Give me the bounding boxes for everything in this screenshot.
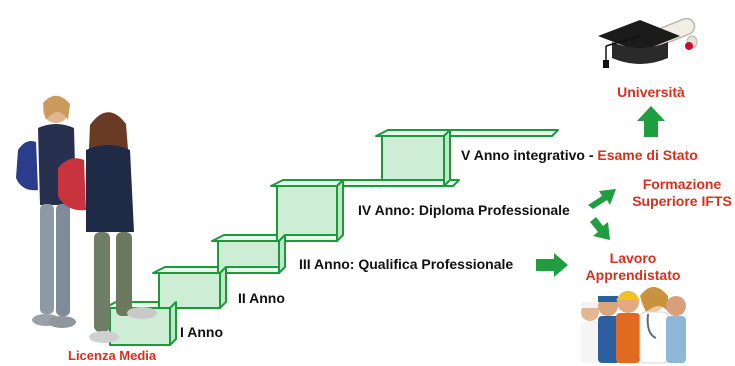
arrow-to-lavoro [536, 253, 568, 277]
step-label-year-2: II Anno [238, 290, 285, 306]
arrows [536, 106, 665, 277]
step-label-year-5-prefix: V Anno integrativo - [461, 147, 598, 163]
outcome-lavoro: Lavoro Apprendistato [568, 250, 698, 284]
stair-step-4 [270, 179, 344, 242]
outcome-lavoro-line-1: Lavoro [609, 250, 657, 266]
outcome-ifts: Formazione Superiore IFTS [617, 176, 735, 210]
outcome-universita: Università [617, 84, 685, 100]
stair-step-5 [375, 129, 451, 187]
arrow-to-lavoro-from-diploma [590, 217, 610, 240]
arrow-to-universita [637, 106, 665, 137]
step-label-year-5-exam: Esame di Stato [597, 147, 698, 163]
stair-step-2 [152, 266, 227, 309]
step-label-year-3: III Anno: Qualifica Professionale [299, 256, 514, 272]
arrow-to-ifts [588, 189, 616, 209]
step-label-year-5: V Anno integrativo - Esame di Stato [461, 147, 698, 165]
step-label-year-4: IV Anno: Diploma Professionale [358, 202, 570, 218]
students-illustration [16, 95, 157, 343]
outcome-lavoro-line-2: Apprendistato [585, 267, 681, 283]
step-label-year-1: I Anno [180, 324, 224, 340]
start-label-licenza-media: Licenza Media [68, 348, 157, 363]
graduation-cap-diploma-icon [598, 17, 698, 68]
workers-group-illustration [580, 287, 686, 364]
outcome-ifts-line-2: Superiore IFTS [632, 193, 732, 209]
staircase [103, 129, 559, 346]
stair-sides [169, 129, 451, 346]
outcome-ifts-line-1: Formazione [642, 176, 722, 192]
